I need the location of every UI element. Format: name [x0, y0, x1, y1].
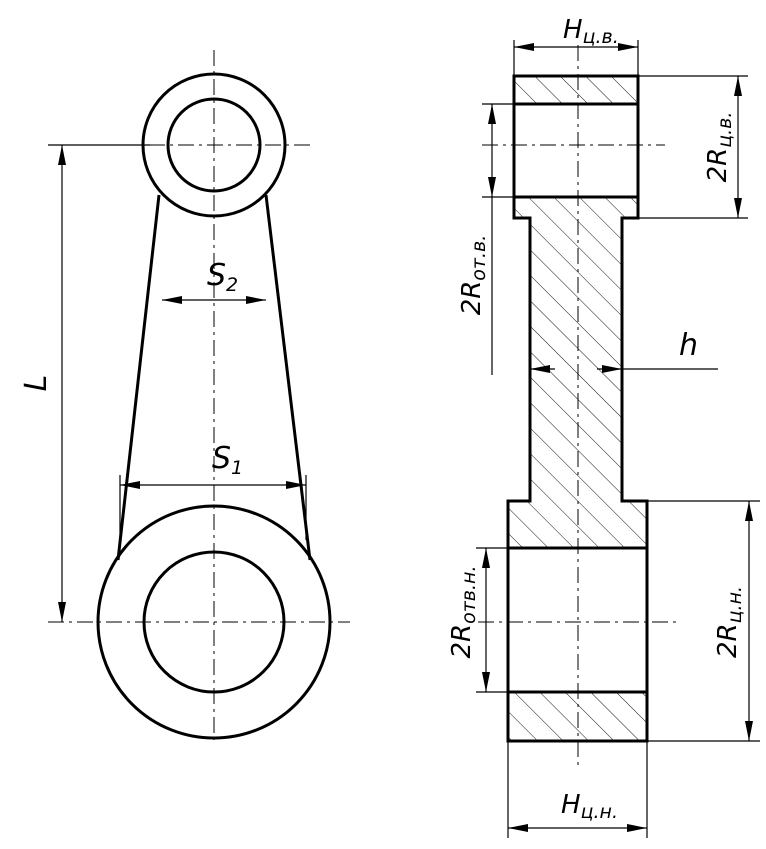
dim-Rholetop-label: 2Rот.в. — [457, 235, 490, 316]
dim-S1-label: S1 — [212, 441, 243, 479]
dim-Hbot-label: Hц.н. — [561, 790, 618, 823]
shank-right-edge — [264, 194, 312, 561]
dim-Htop-label: Hц.в. — [563, 15, 619, 48]
big-end-outer-circle — [96, 504, 332, 740]
big-end-inner-circle — [142, 550, 286, 694]
small-end-inner-circle — [166, 97, 262, 193]
shank-left-edge — [116, 194, 161, 561]
dim-S2-label: S2 — [207, 258, 238, 296]
dim-Rholebot-label: 2Rотв.н. — [447, 565, 480, 658]
dim-h-label: h — [679, 328, 698, 363]
dim-L-label: L — [19, 375, 54, 392]
dim-Rtop-label: 2Rц.в. — [703, 112, 736, 183]
dim-Rbot-label: 2Rц.н. — [713, 586, 746, 658]
section-view: Hц.в. 2Rц.в. 2Rот.в. h 2Rотв.н. 2Rц.н. H… — [447, 15, 760, 838]
front-view: L S2 S1 — [19, 50, 350, 740]
top-bushing-hatch — [514, 76, 638, 104]
